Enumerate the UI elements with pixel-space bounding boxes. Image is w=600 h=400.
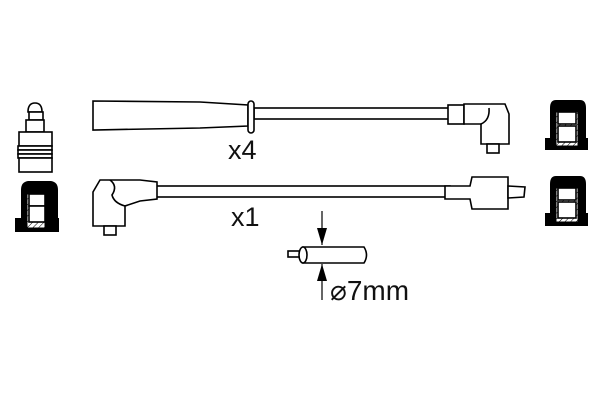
plug-boot-right-top — [545, 100, 588, 150]
diameter-label: ⌀7mm — [330, 275, 410, 306]
ignition-cable-x1 — [92, 176, 526, 236]
plug-boot-right-bottom — [545, 176, 588, 226]
quantity-label-top: x4 — [228, 135, 257, 165]
ignition-cable-x4 — [92, 100, 510, 154]
spark-plug-terminal — [17, 102, 53, 173]
plug-boot-left — [15, 181, 59, 232]
quantity-label-bottom: x1 — [231, 202, 260, 232]
cable-cross-section — [287, 211, 368, 300]
